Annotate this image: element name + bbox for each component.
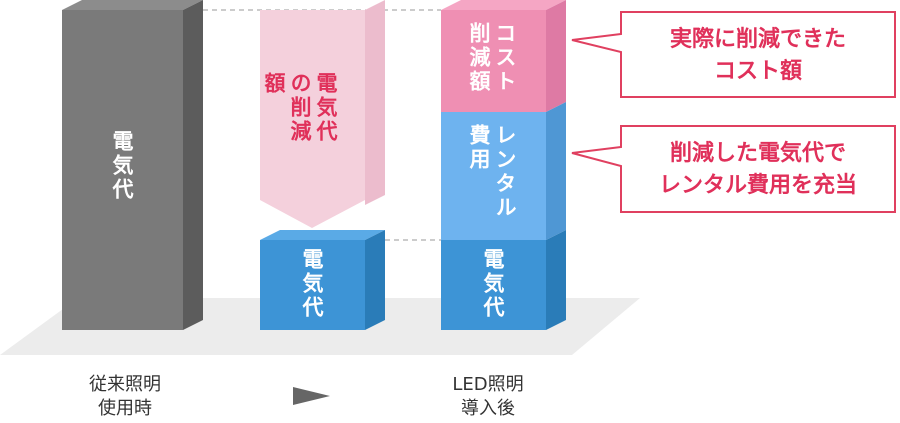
led-electricity-label: 電気代: [481, 248, 505, 320]
rental-side: [546, 102, 566, 240]
callout-cost-reduction: 実際に削減できた コスト額: [623, 24, 893, 88]
mid-electricity-label: 電気代: [300, 248, 324, 320]
before-label: 従来照明 使用時: [45, 373, 205, 421]
reduction-arrow-label: 電気代の削減額: [262, 72, 338, 144]
callout-rental-fee: 削減した電気代で レンタル費用を充当: [623, 138, 893, 202]
led-electricity-side: [546, 230, 566, 330]
conventional-electricity-label: 電気代: [110, 130, 134, 202]
callout-2-box: [571, 125, 896, 213]
cost-reduction-label: コスト削減額: [467, 22, 517, 94]
before-label-line1: 従来照明: [89, 374, 161, 395]
rental-front: [441, 112, 546, 240]
gray-bar-side: [183, 0, 203, 330]
cost-reduction-side: [546, 0, 566, 112]
blue-box-front: [260, 240, 365, 330]
blue-box-side: [365, 230, 385, 330]
callout-1-box: [571, 11, 896, 98]
gray-bar-top: [62, 0, 203, 10]
transition-arrow-icon: [293, 387, 330, 405]
callout-1-line2: コスト額: [713, 59, 802, 84]
gray-bar-front: [62, 10, 183, 330]
reduction-arrow-front: [260, 10, 365, 228]
callout-2-line2: レンタル費用を充当: [658, 173, 857, 198]
after-label: LED照明 導入後: [408, 373, 568, 421]
rental-fee-label: レンタル費用: [467, 124, 517, 220]
after-label-line2: 導入後: [461, 398, 515, 419]
callout-1-line1: 実際に削減できた: [669, 27, 846, 52]
callout-2-line1: 削減した電気代で: [669, 141, 846, 166]
after-label-line1: LED照明: [452, 374, 524, 395]
before-label-line2: 使用時: [98, 398, 152, 419]
blue-box-top: [260, 230, 385, 240]
led-electricity-front: [441, 240, 546, 330]
stack-top: [441, 0, 566, 10]
reduction-arrow-side: [365, 0, 385, 205]
cost-reduction-front: [441, 10, 546, 112]
